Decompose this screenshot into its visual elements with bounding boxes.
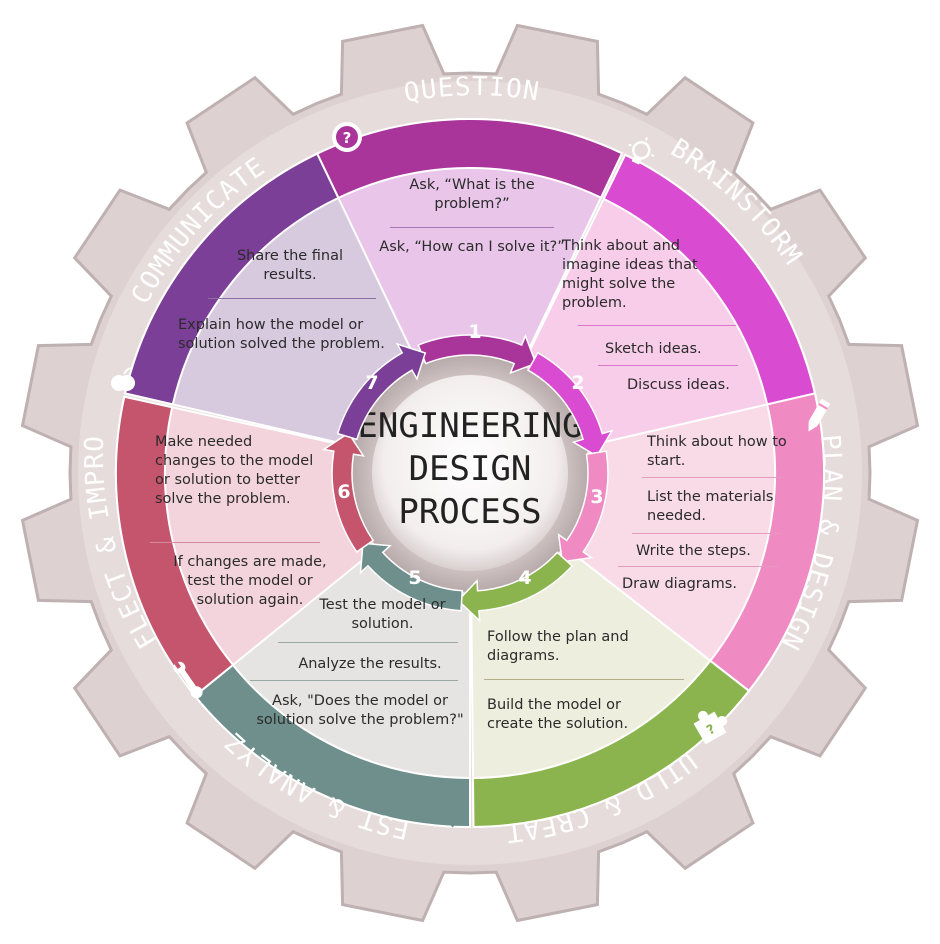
plan-bullet-1: Think about how to start. [647, 434, 787, 469]
step-number-4: 4 [518, 567, 531, 589]
brainstorm-bullet-3: Discuss ideas. [627, 377, 730, 393]
divider [632, 533, 782, 534]
lightbulb-icon [628, 137, 655, 165]
divider [484, 679, 684, 680]
communicate-bullet-2: Explain how the model or solution solved… [178, 317, 385, 352]
reflect-bullet-2: If changes are made, test the model or s… [173, 554, 327, 608]
cycle-arrow-4 [457, 551, 574, 623]
cycle-arrow-3 [557, 450, 609, 563]
brainstorm-bullet-2: Sketch ideas. [605, 341, 702, 357]
cycle-arrow-7 [336, 342, 427, 441]
build-bullet-1: Follow the plan and diagrams. [487, 629, 629, 664]
divider [598, 365, 738, 366]
cycle-arrow-5 [359, 542, 464, 612]
question-bullet-1: Ask, “What is the problem?” [409, 177, 535, 212]
step-numbers: 1 2 3 4 5 6 7 [337, 321, 603, 589]
step-number-7: 7 [365, 372, 378, 394]
cycle-arrow-2 [526, 351, 614, 458]
plan-bullet-3: Write the steps. [636, 543, 751, 559]
step-number-6: 6 [337, 481, 350, 503]
center-title-line1: ENGINEERING [357, 406, 582, 446]
cycle-arrows [321, 333, 614, 623]
build-bullet-2: Build the model or create the solution. [487, 697, 629, 732]
divider [250, 680, 458, 681]
sector-band-1 [313, 118, 624, 201]
communicate-bullet-1: Share the final results. [236, 248, 344, 283]
step-number-1: 1 [468, 321, 481, 343]
step-number-2: 2 [571, 372, 584, 394]
question-icon: ? [332, 122, 362, 152]
plan-bullet-2: List the materials needed. [647, 489, 774, 524]
step-number-5: 5 [408, 567, 421, 589]
divider [578, 325, 736, 326]
sector-band-4 [471, 659, 751, 829]
brainstorm-bullet-1: Think about and imagine ideas that might… [562, 238, 698, 311]
divider [390, 227, 554, 228]
svg-text:?: ? [343, 129, 352, 147]
reflect-bullet-1: Make needed changes to the model or solu… [155, 434, 314, 507]
sector-band-7 [123, 152, 340, 406]
cycle-arrow-6 [321, 432, 375, 553]
apple-icon [111, 367, 135, 391]
magnifier-check-icon [425, 797, 456, 828]
test-bullet-2: Analyze the results. [298, 656, 442, 672]
sector-wheel [115, 118, 825, 829]
test-bullet-3: Ask, "Does the model or solution solve t… [256, 693, 464, 728]
center-title-line2: DESIGN [409, 449, 532, 489]
sector-band-6 [115, 395, 235, 698]
question-bullet-2: Ask, “How can I solve it?” [379, 239, 565, 255]
center-title-line3: PROCESS [398, 492, 541, 532]
divider [150, 542, 320, 543]
center-hub: ENGINEERING DESIGN PROCESS [351, 354, 589, 592]
pencil-icon [808, 399, 830, 432]
test-bullet-1: Test the model or solution. [319, 597, 446, 632]
wrench-icon [173, 661, 203, 699]
divider [278, 642, 458, 643]
step-number-3: 3 [590, 486, 603, 508]
divider [618, 566, 778, 567]
divider [208, 298, 376, 299]
plan-bullet-4: Draw diagrams. [622, 576, 737, 592]
puzzle-icon: ? [693, 710, 728, 745]
divider [642, 477, 782, 478]
cycle-arrow-1 [417, 333, 537, 375]
